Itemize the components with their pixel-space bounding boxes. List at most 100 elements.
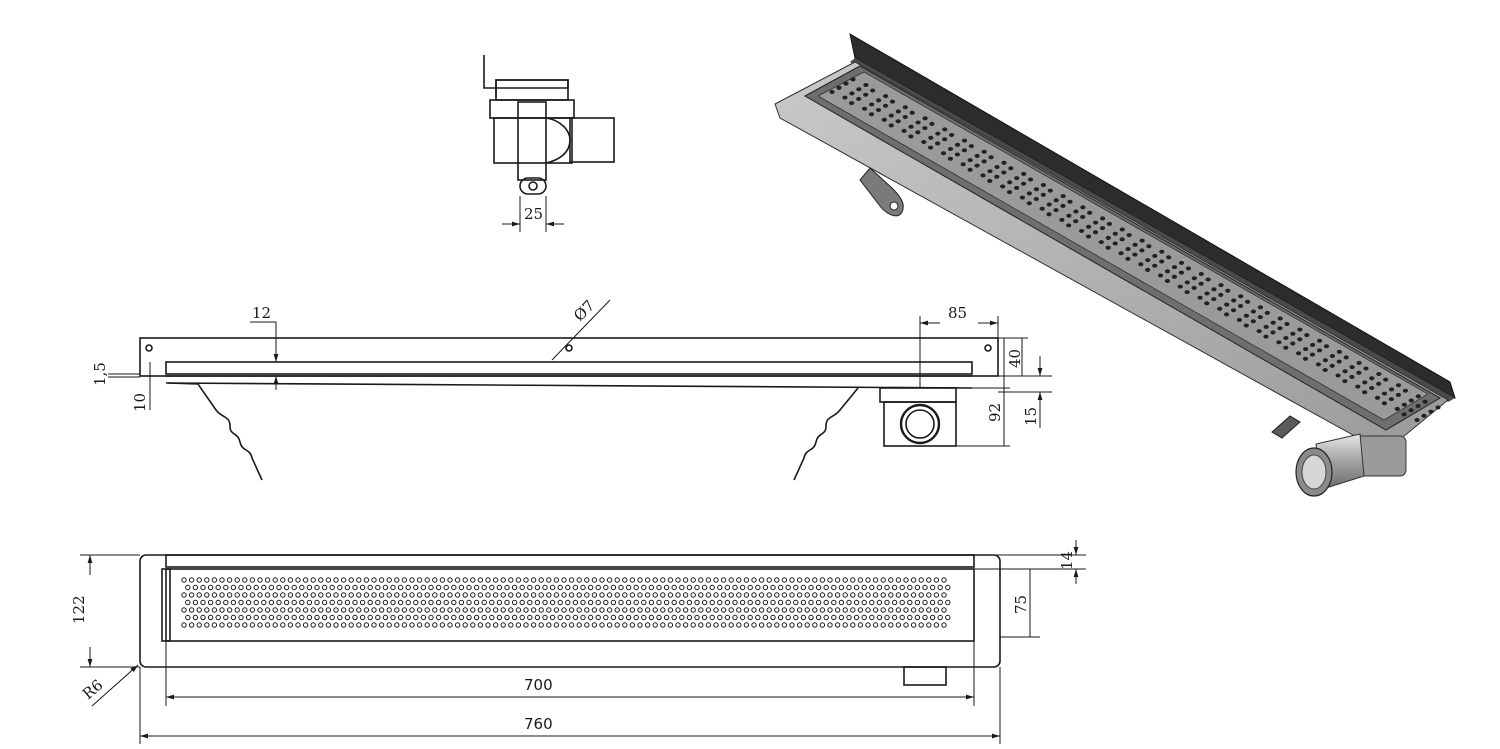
grate-hole <box>895 592 902 598</box>
render-grate-hole <box>1080 205 1086 210</box>
grate-hole <box>523 607 529 613</box>
grate-hole <box>774 622 780 628</box>
grate-hole <box>914 599 921 606</box>
grate-hole <box>439 607 446 613</box>
grate-hole <box>857 622 864 628</box>
grate-hole <box>698 592 704 598</box>
grate-hole <box>922 584 928 591</box>
grate-hole <box>675 577 681 583</box>
grate-hole <box>557 599 563 606</box>
grate-hole <box>766 592 772 598</box>
render-grate-hole <box>895 119 901 124</box>
render-grate-hole <box>1019 195 1025 200</box>
grate-hole <box>758 592 765 598</box>
render-grate-hole <box>1303 347 1309 352</box>
grate-hole <box>751 592 757 598</box>
grate-hole <box>903 607 909 613</box>
grate-hole <box>663 614 670 621</box>
grate-hole <box>895 622 902 628</box>
grate-hole <box>591 577 598 583</box>
grate-hole <box>504 599 510 606</box>
grate-hole <box>447 577 453 583</box>
grate-hole <box>470 607 476 613</box>
grate-hole <box>542 584 548 591</box>
render-grate-hole <box>1422 399 1428 404</box>
grate-hole <box>846 584 852 591</box>
grate-hole <box>295 607 301 613</box>
render-grate-hole <box>1092 230 1099 235</box>
grate-hole <box>644 622 651 628</box>
grate-hole <box>348 577 354 583</box>
grate-hole <box>447 592 453 598</box>
render-grate-hole <box>1185 266 1191 271</box>
render-grate-hole <box>1073 219 1079 224</box>
grate-hole <box>249 622 256 628</box>
render-grate-hole <box>1177 284 1183 289</box>
render-grate-hole <box>1428 409 1434 414</box>
grate-hole <box>728 577 734 583</box>
render-grate-hole <box>988 155 994 160</box>
grate-hole <box>641 614 647 621</box>
render-grate-hole <box>942 127 948 132</box>
grate-hole <box>348 622 354 628</box>
grate-hole <box>724 584 731 591</box>
grate-hole <box>884 584 890 591</box>
grate-hole <box>337 614 343 621</box>
grate-hole <box>356 622 362 628</box>
grate-hole <box>276 599 282 606</box>
grate-hole <box>527 614 533 621</box>
grate-hole <box>595 614 601 621</box>
grate-hole <box>534 584 541 591</box>
grate-hole <box>508 607 514 613</box>
grate-hole <box>736 622 742 628</box>
grate-hole <box>530 592 537 598</box>
grate-hole <box>629 622 636 628</box>
grate-hole <box>648 614 655 621</box>
grate-hole <box>625 614 632 621</box>
grate-hole <box>561 592 567 598</box>
grate-hole <box>637 577 643 583</box>
grate-hole <box>679 584 685 591</box>
grate-hole <box>261 614 267 621</box>
grate-hole <box>287 607 294 613</box>
grate-hole <box>321 599 328 606</box>
grate-hole <box>903 577 909 583</box>
grate-hole <box>553 592 560 598</box>
grate-hole <box>747 614 753 621</box>
render-grate-hole <box>1039 206 1045 211</box>
grate-hole <box>622 577 628 583</box>
grate-hole <box>682 607 689 613</box>
grate-hole <box>679 614 685 621</box>
grate-hole <box>644 577 651 583</box>
render-grate-hole <box>1178 260 1185 265</box>
grate-hole <box>694 614 700 621</box>
grate-hole <box>344 584 351 591</box>
grate-hole <box>701 614 708 621</box>
grate-hole <box>804 577 810 583</box>
grate-hole <box>196 592 202 598</box>
grate-hole <box>918 577 924 583</box>
grate-hole <box>671 614 677 621</box>
grate-hole <box>929 584 936 591</box>
grate-hole <box>511 584 518 591</box>
grate-hole <box>774 592 780 598</box>
grate-hole <box>865 592 871 598</box>
grate-hole <box>580 584 586 591</box>
render-grate-hole <box>1388 397 1394 402</box>
grate-hole <box>462 592 468 598</box>
grate-hole <box>758 577 765 583</box>
grate-hole <box>907 584 913 591</box>
render-grate-hole <box>1046 212 1052 217</box>
grate-hole <box>770 584 776 591</box>
grate-hole <box>253 599 259 606</box>
grate-hole <box>310 622 316 628</box>
grate-hole <box>591 622 598 628</box>
render-grate-hole <box>875 108 882 112</box>
grate-hole <box>470 592 476 598</box>
grate-hole <box>249 592 256 598</box>
grate-hole <box>245 599 252 606</box>
grate-hole <box>477 607 484 613</box>
render-grate-hole <box>1395 383 1402 388</box>
render-grate-hole <box>1105 245 1111 250</box>
grate-hole <box>485 577 491 583</box>
